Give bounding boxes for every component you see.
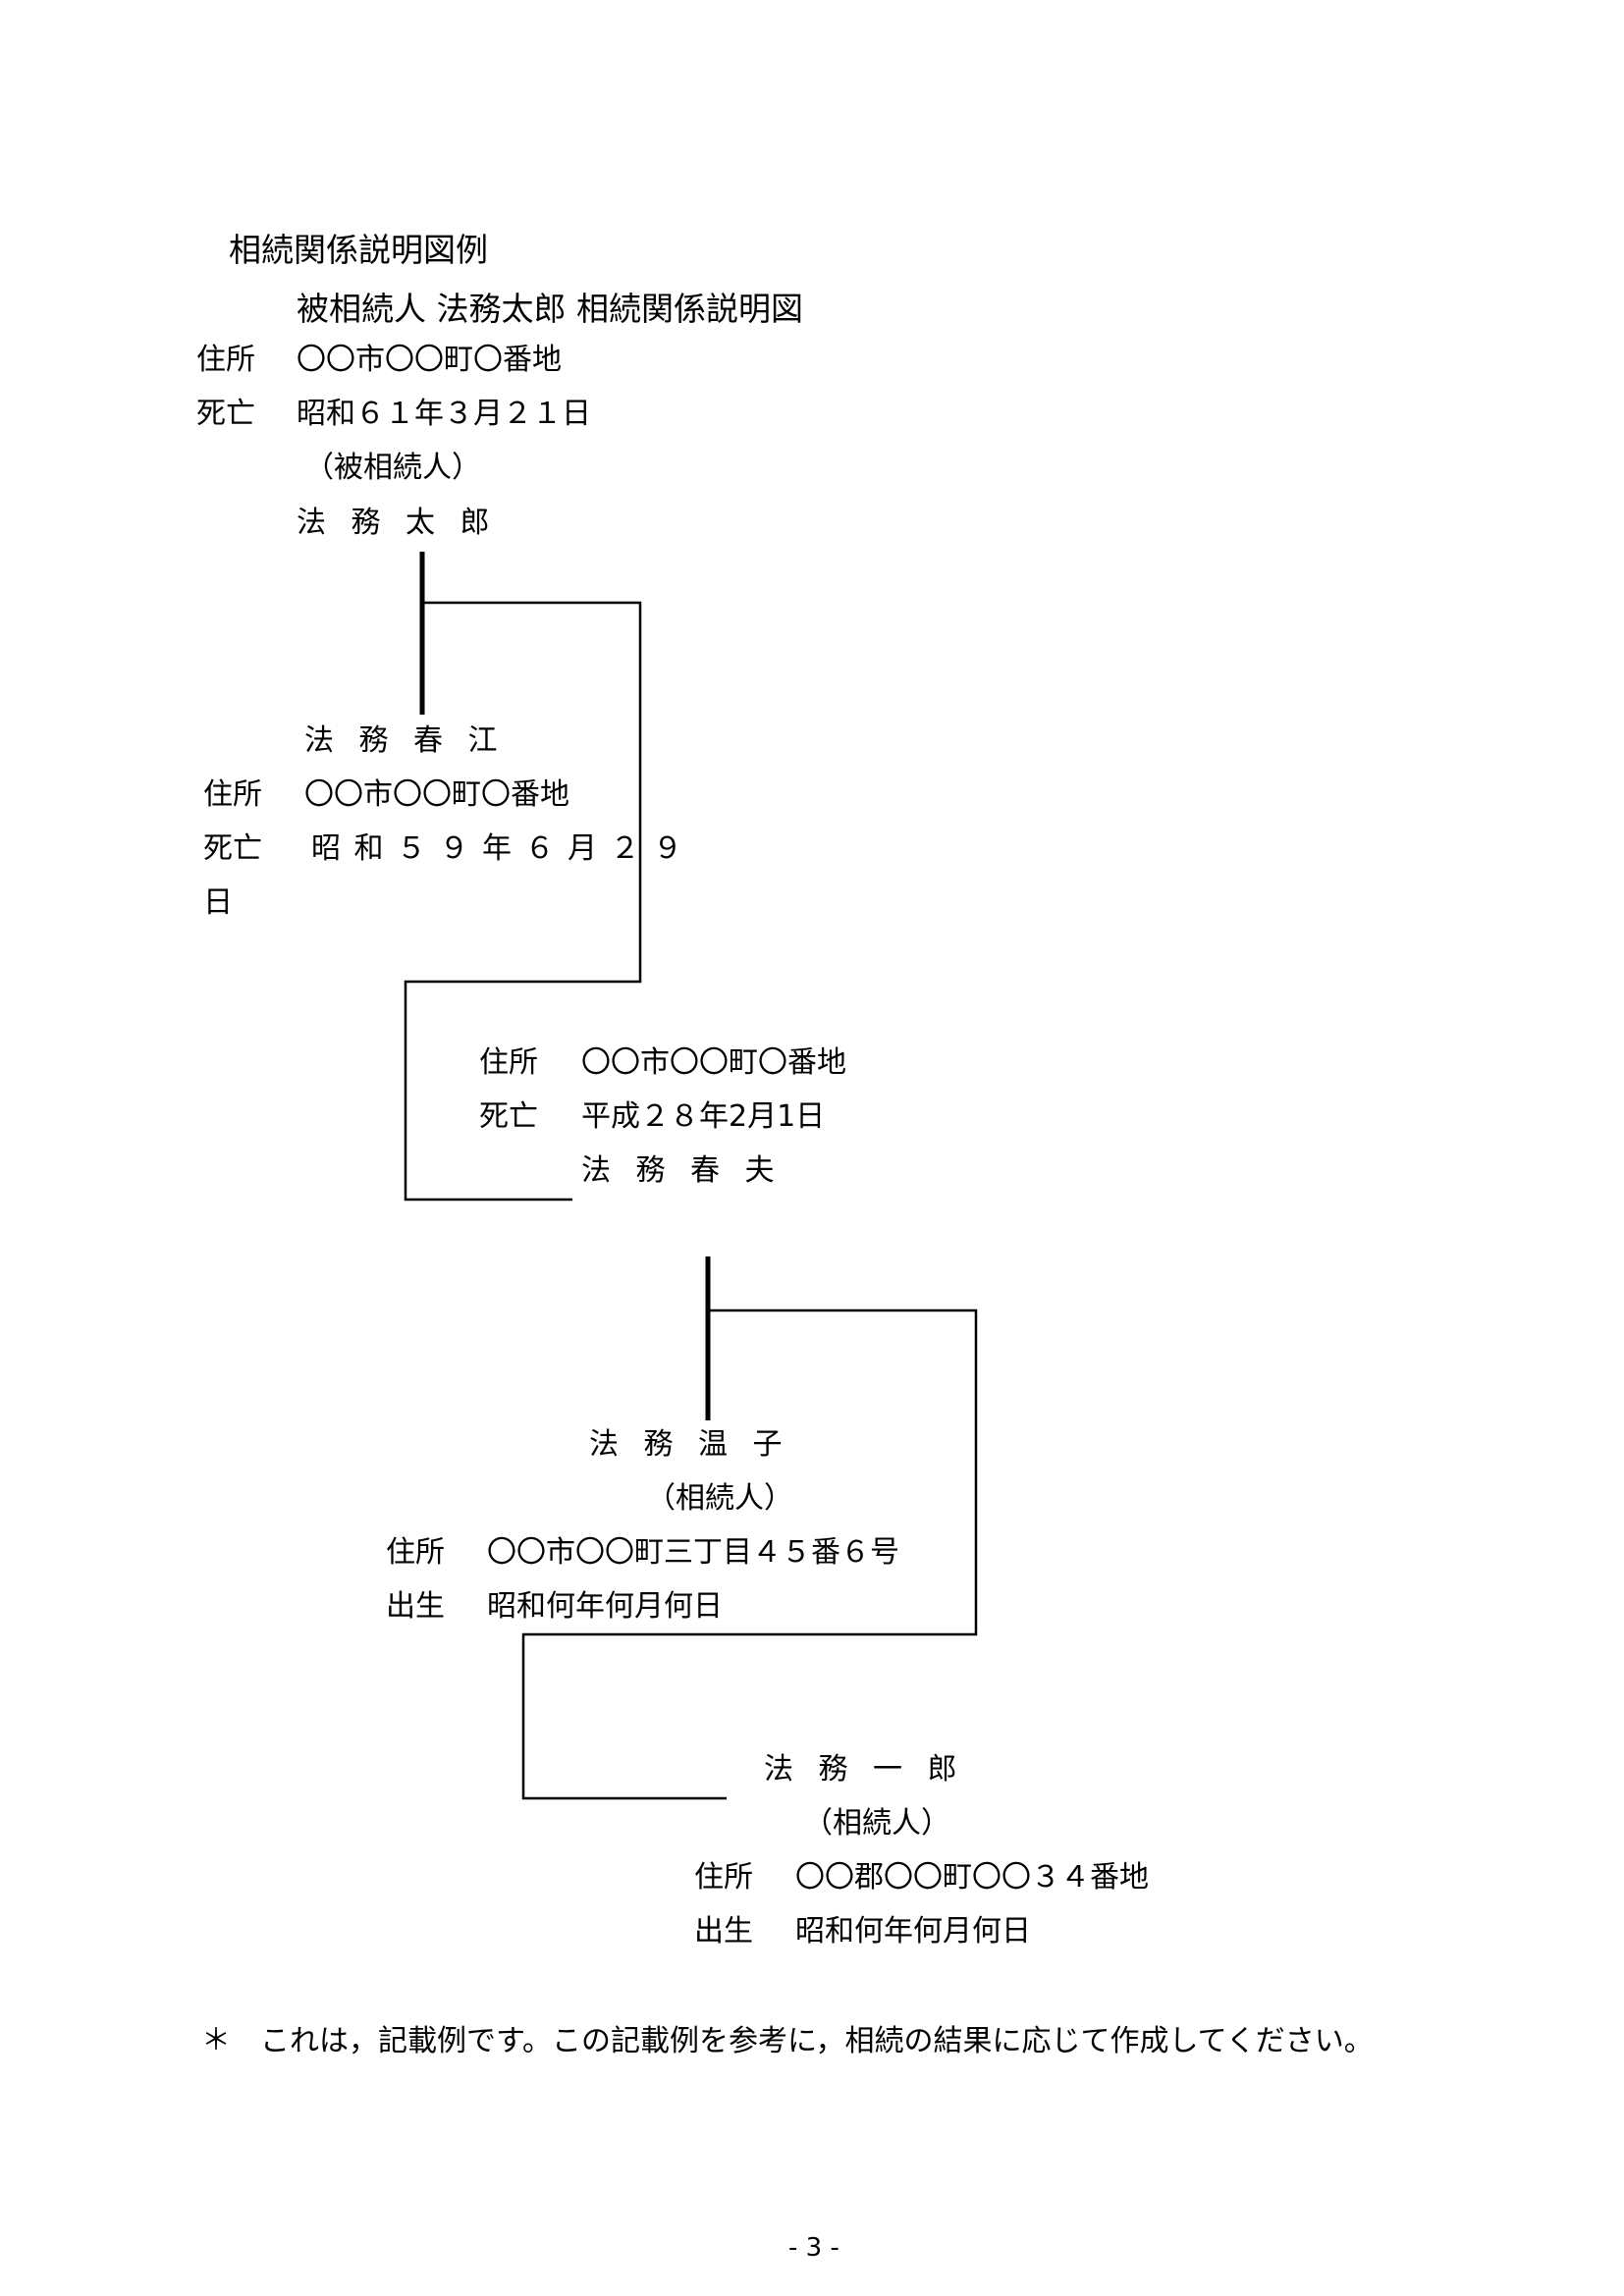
footnote-text: これは，記載例です。この記載例を参考に，相続の結果に応じて作成してください。 xyxy=(260,2024,1374,2058)
heir2-name: 法務一郎 xyxy=(764,1752,982,1787)
child-address-label: 住所 xyxy=(479,1045,538,1080)
spouse-death-date: 昭和５９年６月２９ xyxy=(311,831,696,866)
heir1-address: 〇〇市〇〇町三丁目４５番６号 xyxy=(487,1535,899,1570)
heir1-address-label: 住所 xyxy=(386,1535,445,1570)
footnote-mark: ＊ xyxy=(201,2023,231,2057)
spouse-name: 法務春江 xyxy=(304,723,522,758)
heir2-birth-date: 昭和何年何月何日 xyxy=(795,1914,1031,1949)
page-number: - 3 - xyxy=(788,2233,839,2263)
page-title: 相続関係説明図例 xyxy=(229,231,488,269)
decedent-role: （被相続人） xyxy=(304,451,481,485)
heir2-role: （相続人） xyxy=(803,1806,950,1841)
heir1-birth-date: 昭和何年何月何日 xyxy=(487,1589,723,1624)
child-name: 法務春夫 xyxy=(581,1153,799,1188)
heir2-birth-label: 出生 xyxy=(694,1914,753,1949)
child-death-date: 平成２８年2月1日 xyxy=(581,1099,826,1134)
heir2-address-label: 住所 xyxy=(694,1860,753,1895)
decedent-address: 〇〇市〇〇町〇番地 xyxy=(297,343,562,377)
descent-line-harue-haruo xyxy=(404,601,642,1201)
spouse-address-label: 住所 xyxy=(203,777,262,812)
heir1-role: （相続人） xyxy=(646,1481,793,1516)
decedent-name: 法務太郎 xyxy=(297,506,514,540)
child-death-label: 死亡 xyxy=(479,1099,538,1134)
decedent-address-label: 住所 xyxy=(196,343,255,377)
spouse-address: 〇〇市〇〇町〇番地 xyxy=(304,777,569,812)
diagram-title: 被相続人 法務太郎 相続関係説明図 xyxy=(297,290,803,328)
descent-line-atsuko-ichiro xyxy=(521,1308,978,1800)
decedent-death-date: 昭和６１年３月２１日 xyxy=(297,397,591,431)
heir2-address: 〇〇郡〇〇町〇〇３４番地 xyxy=(795,1860,1149,1895)
heir1-birth-label: 出生 xyxy=(386,1589,445,1624)
heir1-name: 法務温子 xyxy=(589,1427,807,1462)
spouse-death-label: 死亡 xyxy=(203,831,262,866)
decedent-death-label: 死亡 xyxy=(196,397,255,431)
child-address: 〇〇市〇〇町〇番地 xyxy=(581,1045,846,1080)
spouse-death-date-cont: 日 xyxy=(203,885,233,920)
